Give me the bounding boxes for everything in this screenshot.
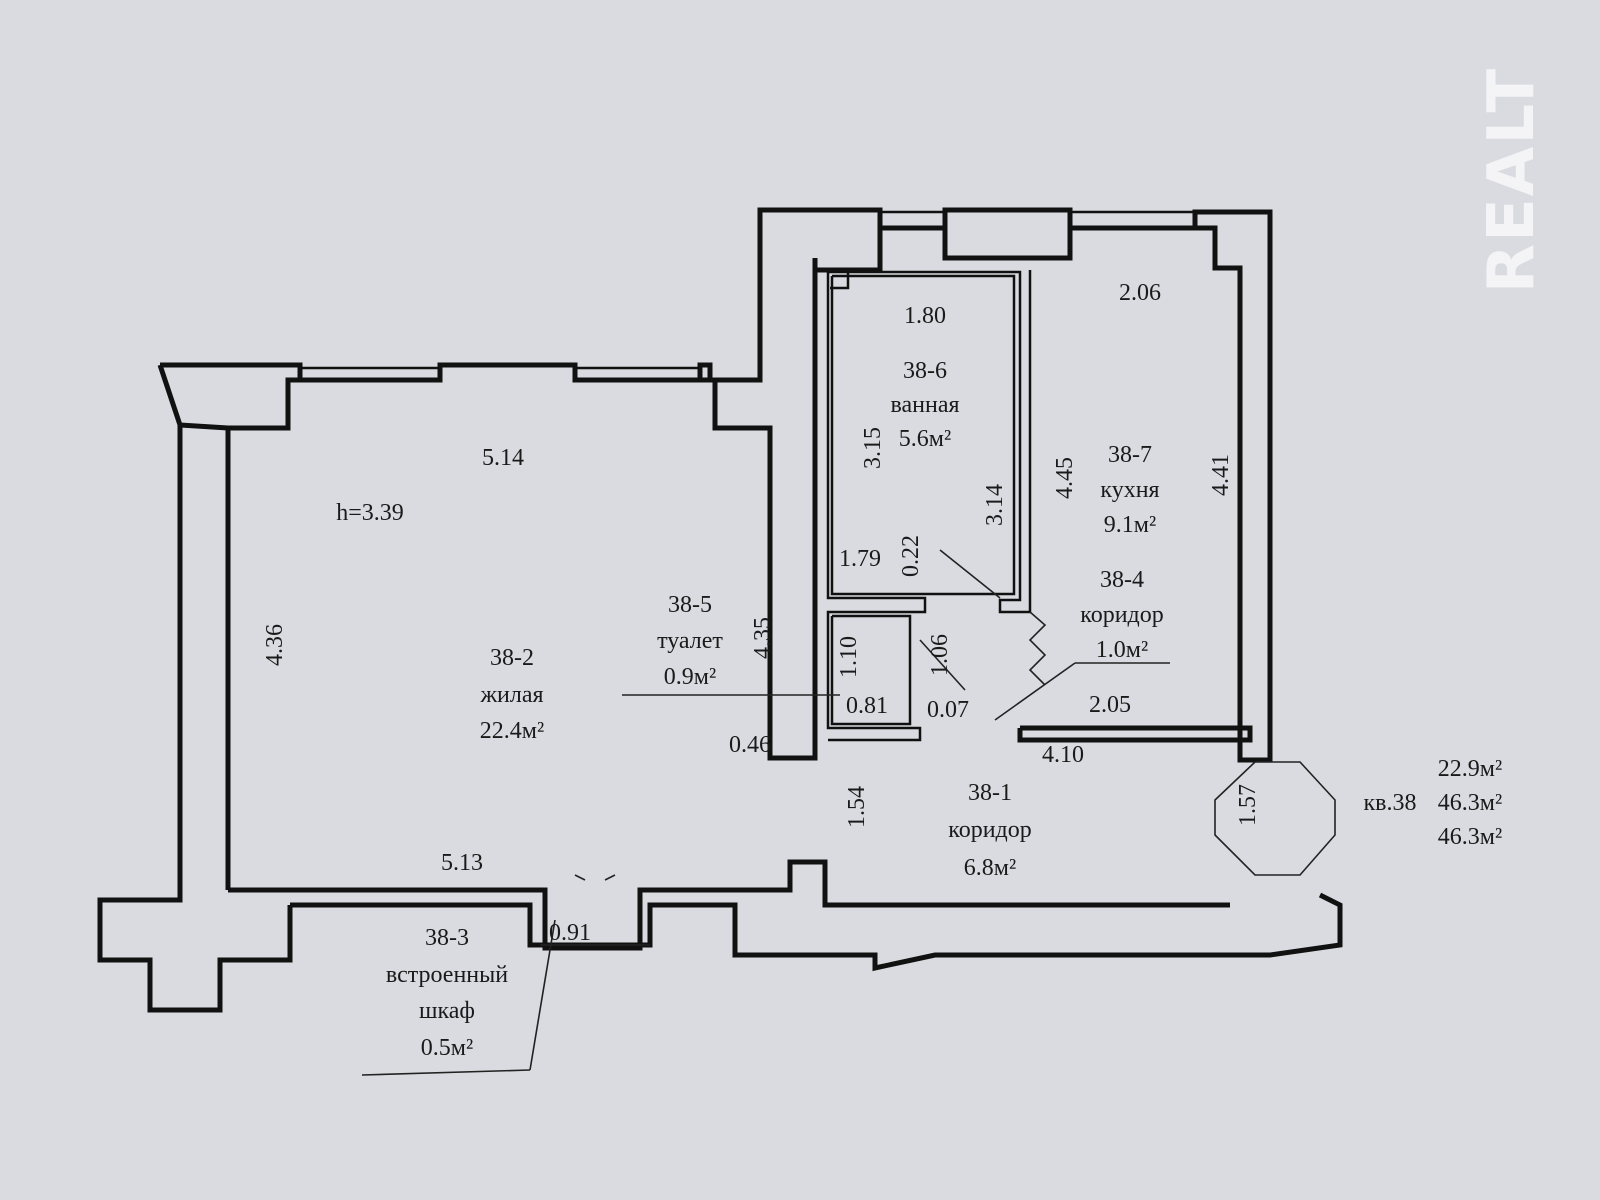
dim: 4.10 [1042,742,1084,768]
dim: 4.36 [262,624,288,666]
room-name: встроенный [386,962,508,988]
dim: 0.07 [927,697,969,723]
room-labels: h=3.39 38-2 жилая 22.4м² 38-5 туалет 0.9… [336,358,1164,1061]
dim: 1.10 [836,636,862,678]
room-area: 1.0м² [1096,637,1148,663]
room-name: коридор [948,817,1032,843]
realt-watermark: REALT [1475,67,1549,293]
room-id: 38-4 [1100,567,1144,593]
room-name: кухня [1100,477,1159,503]
dim: 5.14 [482,445,524,471]
dim: 1.80 [904,303,946,329]
room-area: 5.6м² [899,426,951,452]
room-area: 22.4м² [480,718,544,744]
dim: 1.06 [927,634,953,676]
room-id: 38-6 [903,358,947,384]
dim: 0.46 [729,732,771,758]
dim: 2.06 [1119,280,1161,306]
room-id: 38-1 [968,780,1012,806]
apartment-number: кв.38 [1364,790,1417,816]
dim: 1.57 [1235,784,1261,826]
dim: 5.13 [441,850,483,876]
room-name-2: шкаф [419,998,475,1024]
dim: 0.81 [846,693,888,719]
room-id: 38-7 [1108,442,1152,468]
room-area: 6.8м² [964,855,1016,881]
room-area: 9.1м² [1104,512,1156,538]
dim: 4.41 [1208,454,1234,496]
room-name: ванная [890,392,959,418]
dim: 4.45 [1052,457,1078,499]
dim: 1.79 [839,546,881,572]
dim: 0.91 [549,920,591,946]
total-area: 46.3м² [1438,790,1502,816]
dim: 2.05 [1089,692,1131,718]
ceiling-height: h=3.39 [336,500,404,526]
dim: 0.22 [898,535,924,577]
room-id: 38-3 [425,925,469,951]
dim: 3.15 [860,427,886,469]
room-id: 38-5 [668,592,712,618]
dim: 1.54 [844,786,870,828]
dim: 3.14 [982,484,1008,526]
room-area: 0.9м² [664,664,716,690]
walls [97,207,1343,1076]
room-name: туалет [657,628,723,654]
total-area-2: 46.3м² [1438,824,1502,850]
room-id: 38-2 [490,645,534,671]
room-name: жилая [479,682,543,708]
room-name: коридор [1080,602,1164,628]
room-area: 0.5м² [421,1035,473,1061]
dim: 4.35 [750,617,776,659]
area-summary: кв.38 22.9м² 46.3м² 46.3м² [1364,756,1503,850]
living-area: 22.9м² [1438,756,1502,782]
dimensions: 5.14 5.13 4.36 4.35 0.46 1.80 3.15 3.14 … [262,280,1261,946]
